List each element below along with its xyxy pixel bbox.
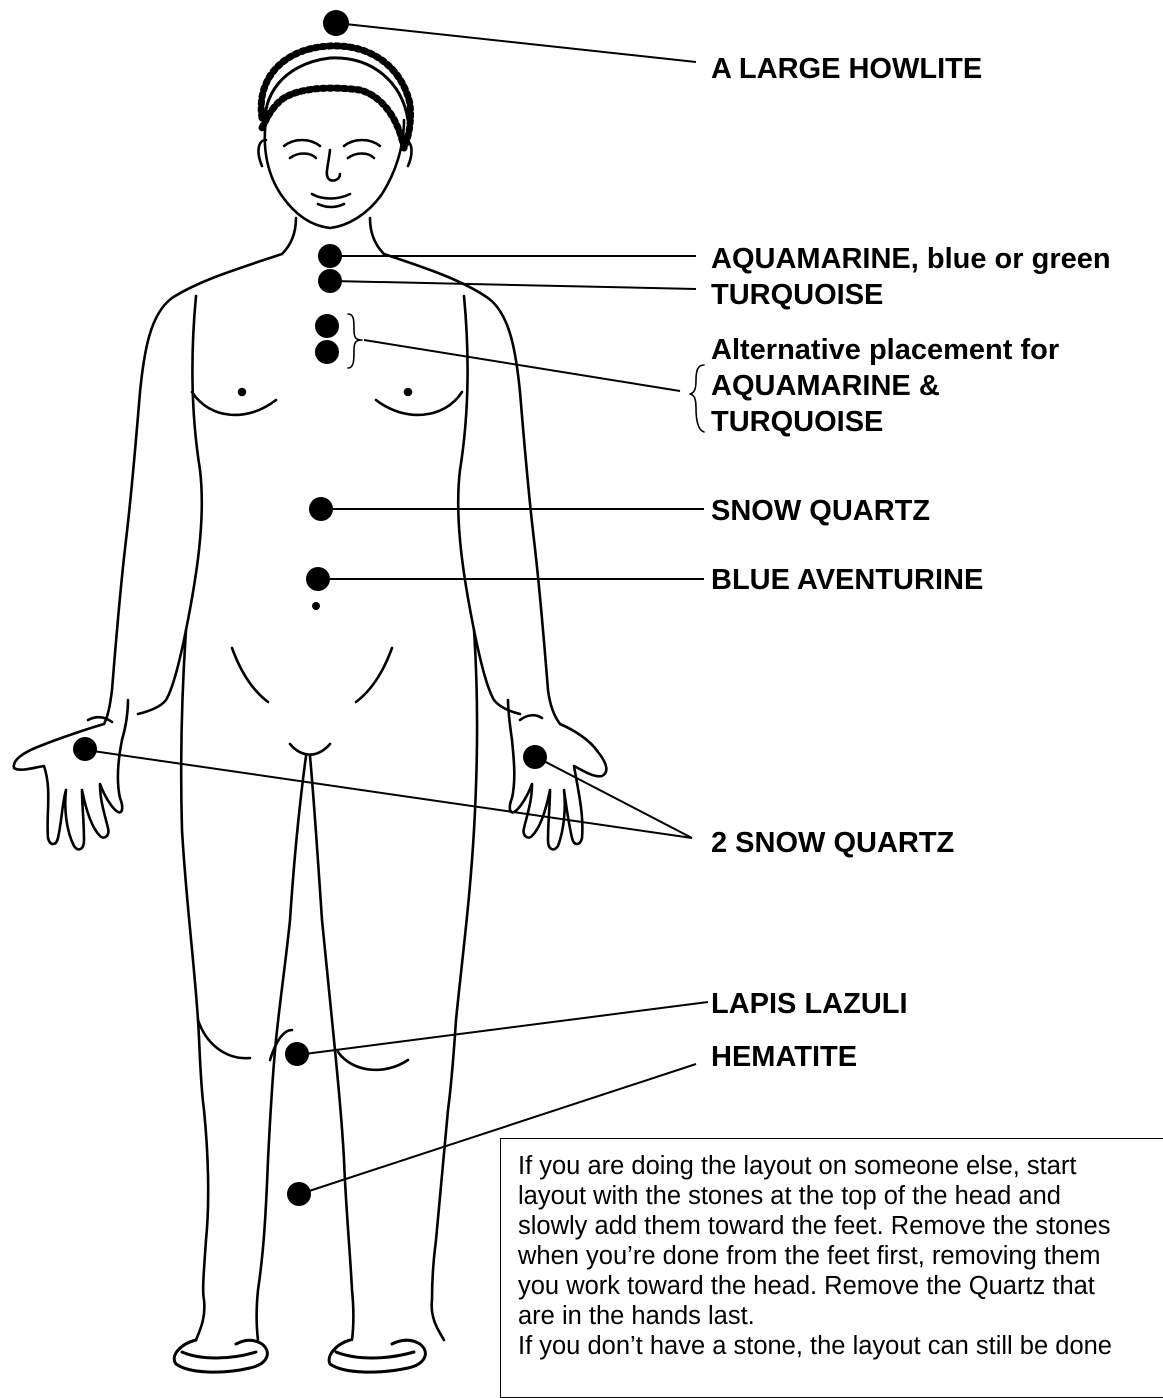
label-alternative-line-2: AQUAMARINE & xyxy=(711,369,940,404)
label-turquoise: TURQUOISE xyxy=(711,278,883,313)
leader-alternative xyxy=(364,340,680,391)
note-line: If you are doing the layout on someone e… xyxy=(518,1151,1163,1181)
note-line: you work toward the head. Remove the Qua… xyxy=(518,1271,1163,1301)
leader-2-snow-quartz-left xyxy=(86,750,692,838)
right-arm-outline xyxy=(384,254,606,849)
label-howlite: A LARGE HOWLITE xyxy=(711,52,982,87)
navel-mark xyxy=(312,602,320,610)
label-snow-quartz: SNOW QUARTZ xyxy=(711,494,930,529)
leader-howlite xyxy=(336,23,696,62)
right-foot xyxy=(329,1340,425,1372)
label-lapis-lazuli: LAPIS LAZULI xyxy=(711,987,908,1022)
note-line: layout with the stones at the top of the… xyxy=(518,1181,1163,1211)
label-hematite: HEMATITE xyxy=(711,1040,857,1075)
stone-snow-quartz xyxy=(309,497,333,521)
label-2-snow-quartz: 2 SNOW QUARTZ xyxy=(711,826,954,861)
stone-right-hand-quartz xyxy=(523,745,547,769)
stone-alt-turquoise xyxy=(315,340,339,364)
bracket-right xyxy=(348,314,362,368)
hair xyxy=(261,46,410,148)
label-aquamarine: AQUAMARINE, blue or green xyxy=(711,242,1111,277)
stone-turquoise xyxy=(318,269,342,293)
stone-alt-aquamarine xyxy=(315,314,339,338)
stone-howlite xyxy=(323,10,349,36)
stone-lapis-lazuli xyxy=(285,1042,309,1066)
leader-turquoise xyxy=(333,281,696,289)
left-arm-outline xyxy=(14,254,282,849)
label-blue-aventurine: BLUE AVENTURINE xyxy=(711,563,983,598)
stone-left-hand-quartz xyxy=(73,737,97,761)
note-line: If you don’t have a stone, the layout ca… xyxy=(518,1331,1163,1361)
note-line: are in the hands last. xyxy=(518,1301,1163,1331)
left-foot xyxy=(174,1340,267,1372)
stone-hematite xyxy=(287,1182,311,1206)
label-alternative-line-3: TURQUOISE xyxy=(711,405,883,440)
stone-blue-aventurine xyxy=(306,567,330,591)
leader-lines xyxy=(86,23,708,1194)
stones xyxy=(73,10,547,1206)
stone-aquamarine xyxy=(318,244,342,268)
note-line: when you’re done from the feet first, re… xyxy=(518,1241,1163,1271)
left-leg-outline xyxy=(181,630,208,1340)
right-leg-outline xyxy=(432,630,477,1340)
note-line: slowly add them toward the feet. Remove … xyxy=(518,1211,1163,1241)
leader-lapis-lazuli xyxy=(297,1002,708,1055)
bracket-left xyxy=(690,365,704,432)
face-outline xyxy=(265,120,404,228)
label-alternative-line-1: Alternative placement for xyxy=(711,333,1059,368)
instructions-note-box: If you are doing the layout on someone e… xyxy=(500,1138,1163,1398)
